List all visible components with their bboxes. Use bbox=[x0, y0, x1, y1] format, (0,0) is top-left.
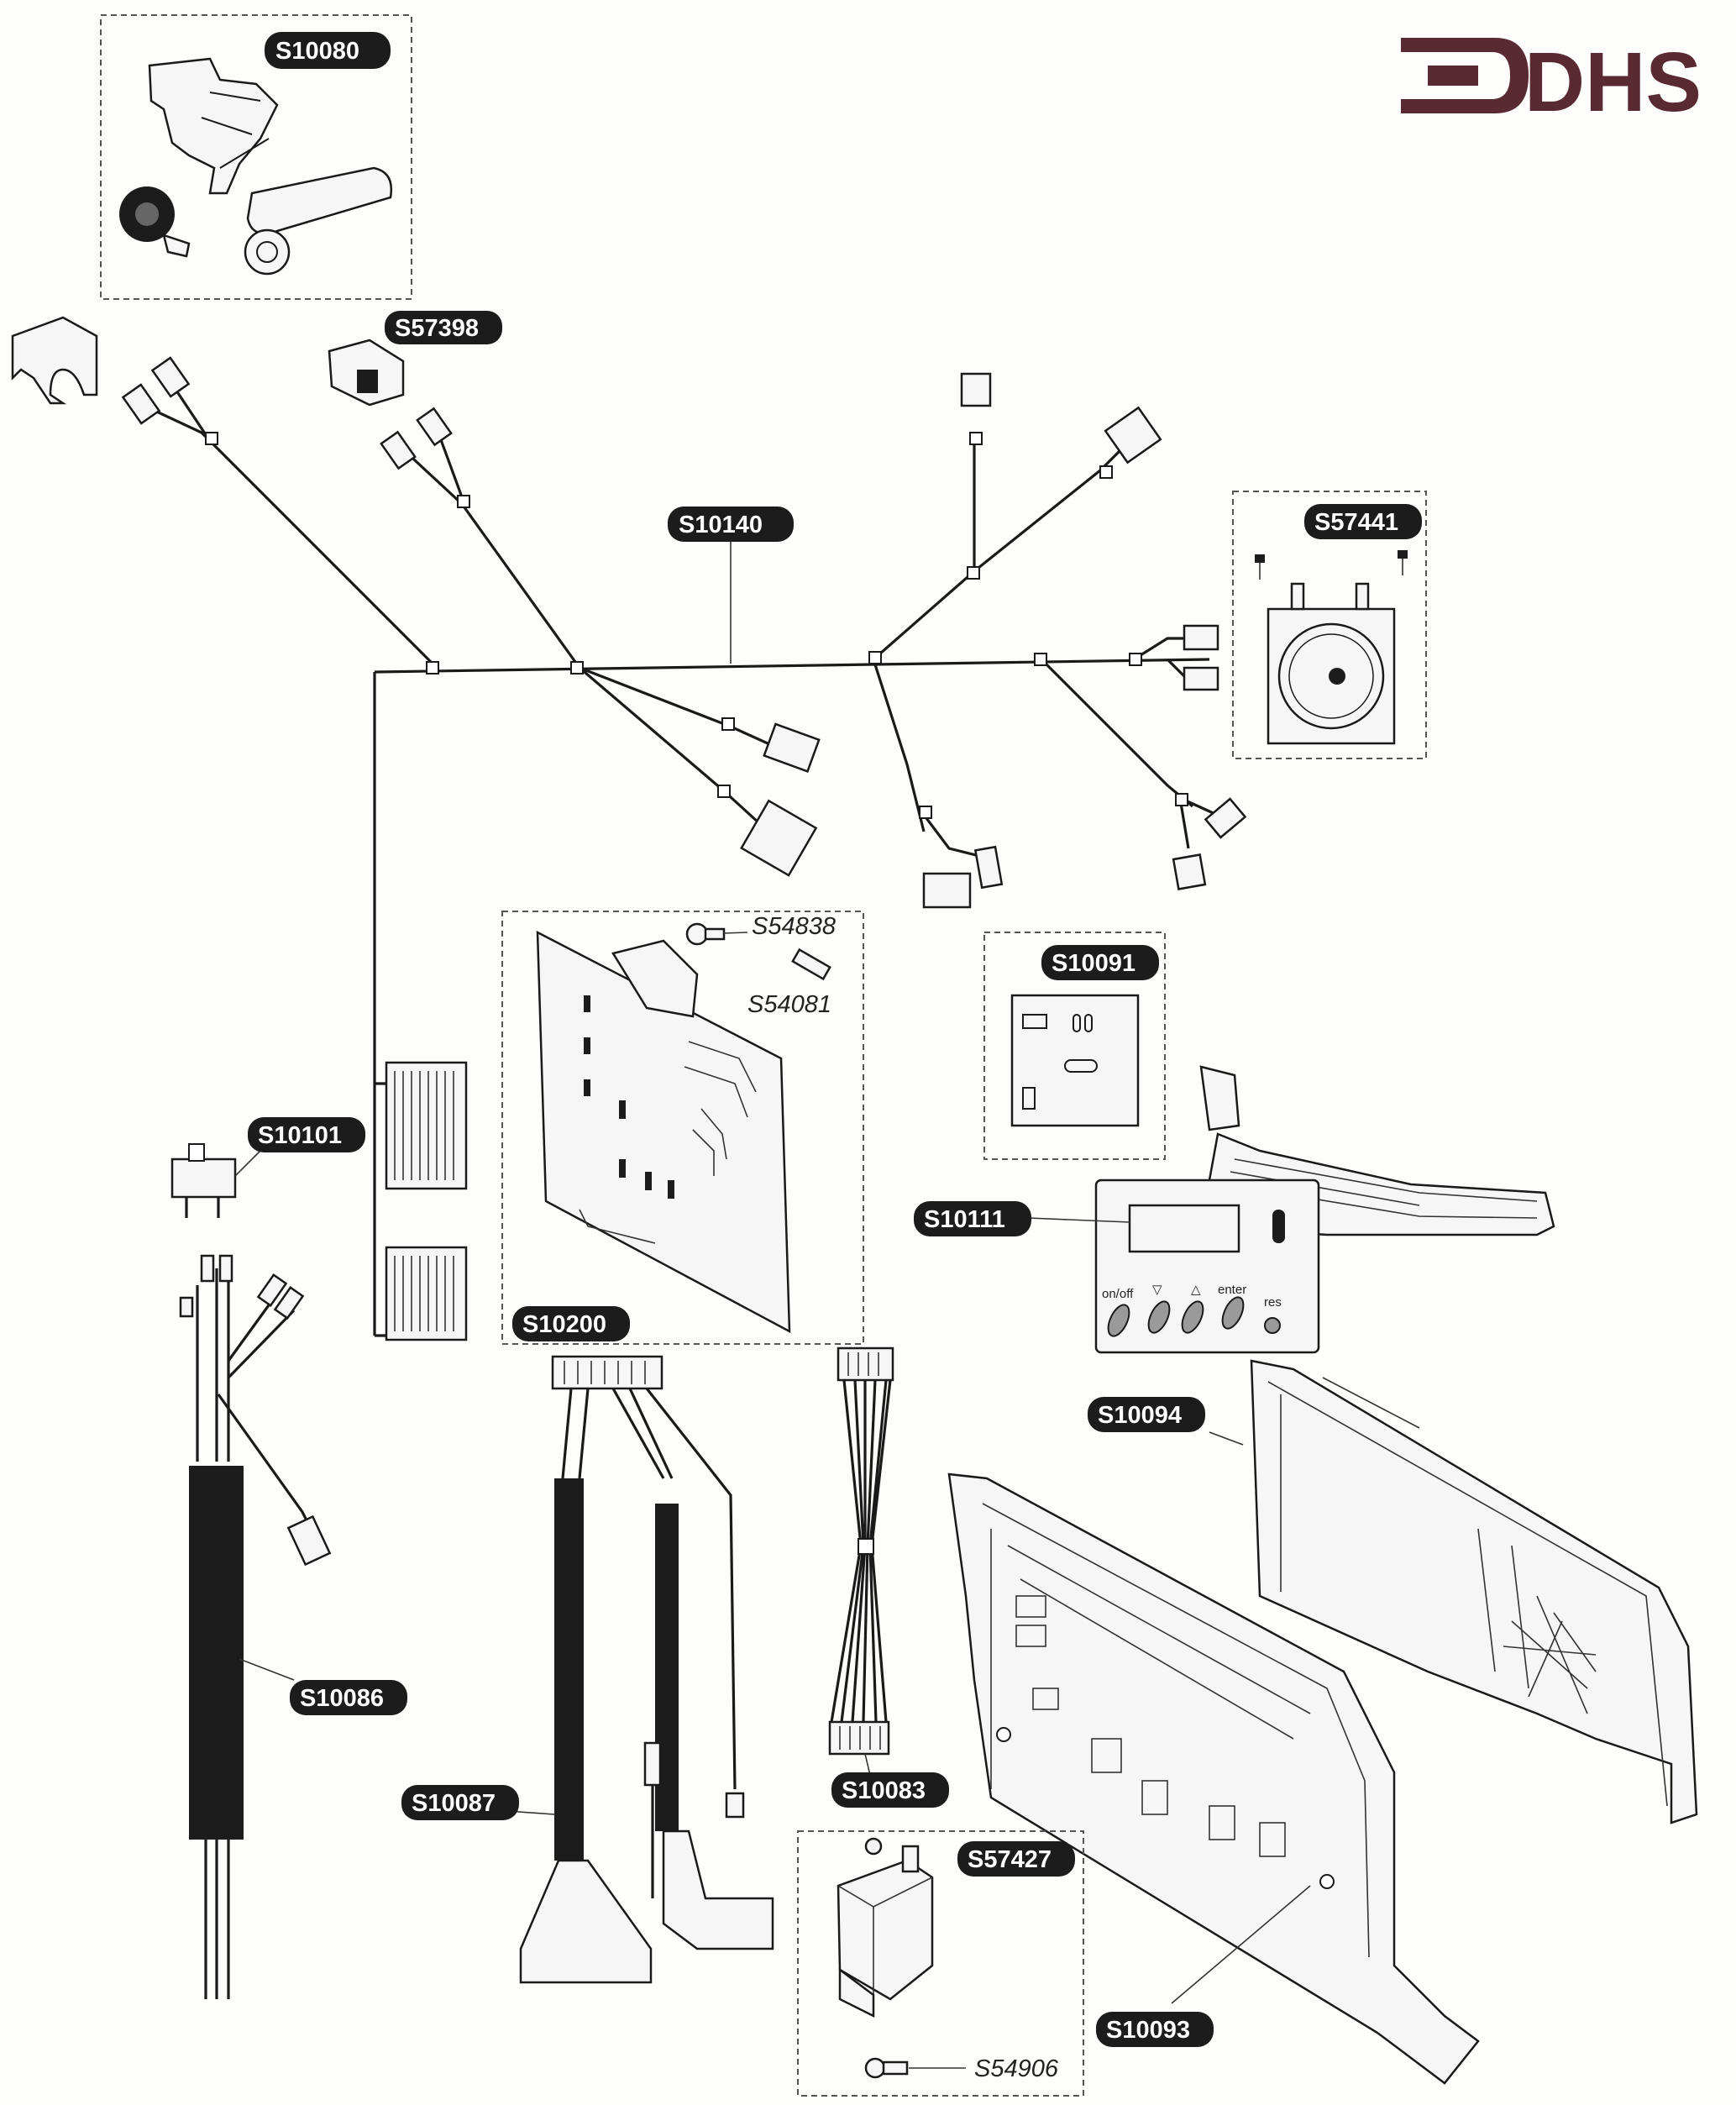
svg-text:S10111: S10111 bbox=[924, 1206, 1005, 1233]
svg-text:S10101: S10101 bbox=[258, 1122, 342, 1149]
s10086-cable bbox=[179, 1254, 332, 1999]
label-s54906: S54906 bbox=[974, 2055, 1059, 2082]
dhs-logo: DHS bbox=[1401, 35, 1702, 129]
label-s57398: S57398 bbox=[385, 311, 502, 344]
s10091-part bbox=[1010, 994, 1140, 1127]
s10094-cover bbox=[1209, 1359, 1698, 1824]
up-label: △ bbox=[1191, 1283, 1201, 1297]
svg-text:S57441: S57441 bbox=[1314, 509, 1398, 536]
s10083-cable bbox=[828, 1346, 894, 1790]
s10087-cable bbox=[495, 1355, 774, 1984]
s54081-standoff bbox=[791, 948, 831, 981]
label-s10093: S10093 bbox=[1096, 2012, 1214, 2047]
label-s10140: S10140 bbox=[668, 507, 794, 542]
label-s10087: S10087 bbox=[401, 1785, 519, 1820]
label-s10200: S10200 bbox=[512, 1306, 630, 1341]
svg-text:S57427: S57427 bbox=[968, 1846, 1052, 1873]
svg-text:S10087: S10087 bbox=[412, 1790, 496, 1817]
bracket-part bbox=[11, 316, 98, 405]
label-s10094: S10094 bbox=[1088, 1397, 1205, 1432]
harness-s10140 bbox=[121, 356, 1247, 1341]
label-s10101: S10101 bbox=[248, 1117, 365, 1152]
label-s54081: S54081 bbox=[747, 991, 831, 1018]
label-s10083: S10083 bbox=[831, 1772, 949, 1808]
label-s10086: S10086 bbox=[290, 1680, 407, 1715]
label-s57441: S57441 bbox=[1304, 504, 1422, 539]
svg-text:S57398: S57398 bbox=[395, 315, 479, 342]
enter-label: enter bbox=[1218, 1283, 1246, 1297]
svg-text:S10094: S10094 bbox=[1098, 1402, 1182, 1429]
label-s57427: S57427 bbox=[957, 1841, 1075, 1877]
s10101-part bbox=[170, 1143, 261, 1218]
svg-text:S10086: S10086 bbox=[300, 1685, 384, 1712]
s10093-housing bbox=[947, 1472, 1480, 2085]
label-s10080: S10080 bbox=[265, 32, 391, 69]
s10200-pcb bbox=[536, 930, 791, 1334]
svg-text:S10080: S10080 bbox=[275, 38, 359, 65]
s10200-group-box bbox=[501, 911, 864, 1345]
s57427-relay bbox=[837, 1837, 966, 2079]
s57441-group-box bbox=[1232, 491, 1427, 759]
s10080-parts bbox=[119, 57, 393, 276]
svg-text:S10140: S10140 bbox=[679, 512, 763, 538]
svg-text:S10083: S10083 bbox=[842, 1777, 926, 1804]
s10091-group-box bbox=[983, 932, 1166, 1160]
s57441-part bbox=[1255, 550, 1408, 745]
onoff-label: on/off bbox=[1102, 1287, 1134, 1301]
dhs-logo-text: DHS bbox=[1524, 35, 1702, 129]
svg-text:S10093: S10093 bbox=[1106, 2017, 1190, 2044]
s10080-group-box bbox=[100, 14, 412, 300]
svg-text:S10200: S10200 bbox=[522, 1311, 606, 1338]
label-s54838: S54838 bbox=[752, 913, 836, 940]
s54838-screw bbox=[685, 922, 748, 946]
down-label: ▽ bbox=[1152, 1283, 1162, 1297]
svg-text:S10091: S10091 bbox=[1052, 950, 1135, 977]
label-s10091: S10091 bbox=[1041, 945, 1159, 980]
s57427-group-box bbox=[797, 1830, 1084, 2097]
res-label: res bbox=[1264, 1295, 1282, 1310]
s10111-control-panel: on/off ▽ △ enter res bbox=[1028, 1065, 1555, 1354]
label-s10111: S10111 bbox=[914, 1201, 1031, 1236]
